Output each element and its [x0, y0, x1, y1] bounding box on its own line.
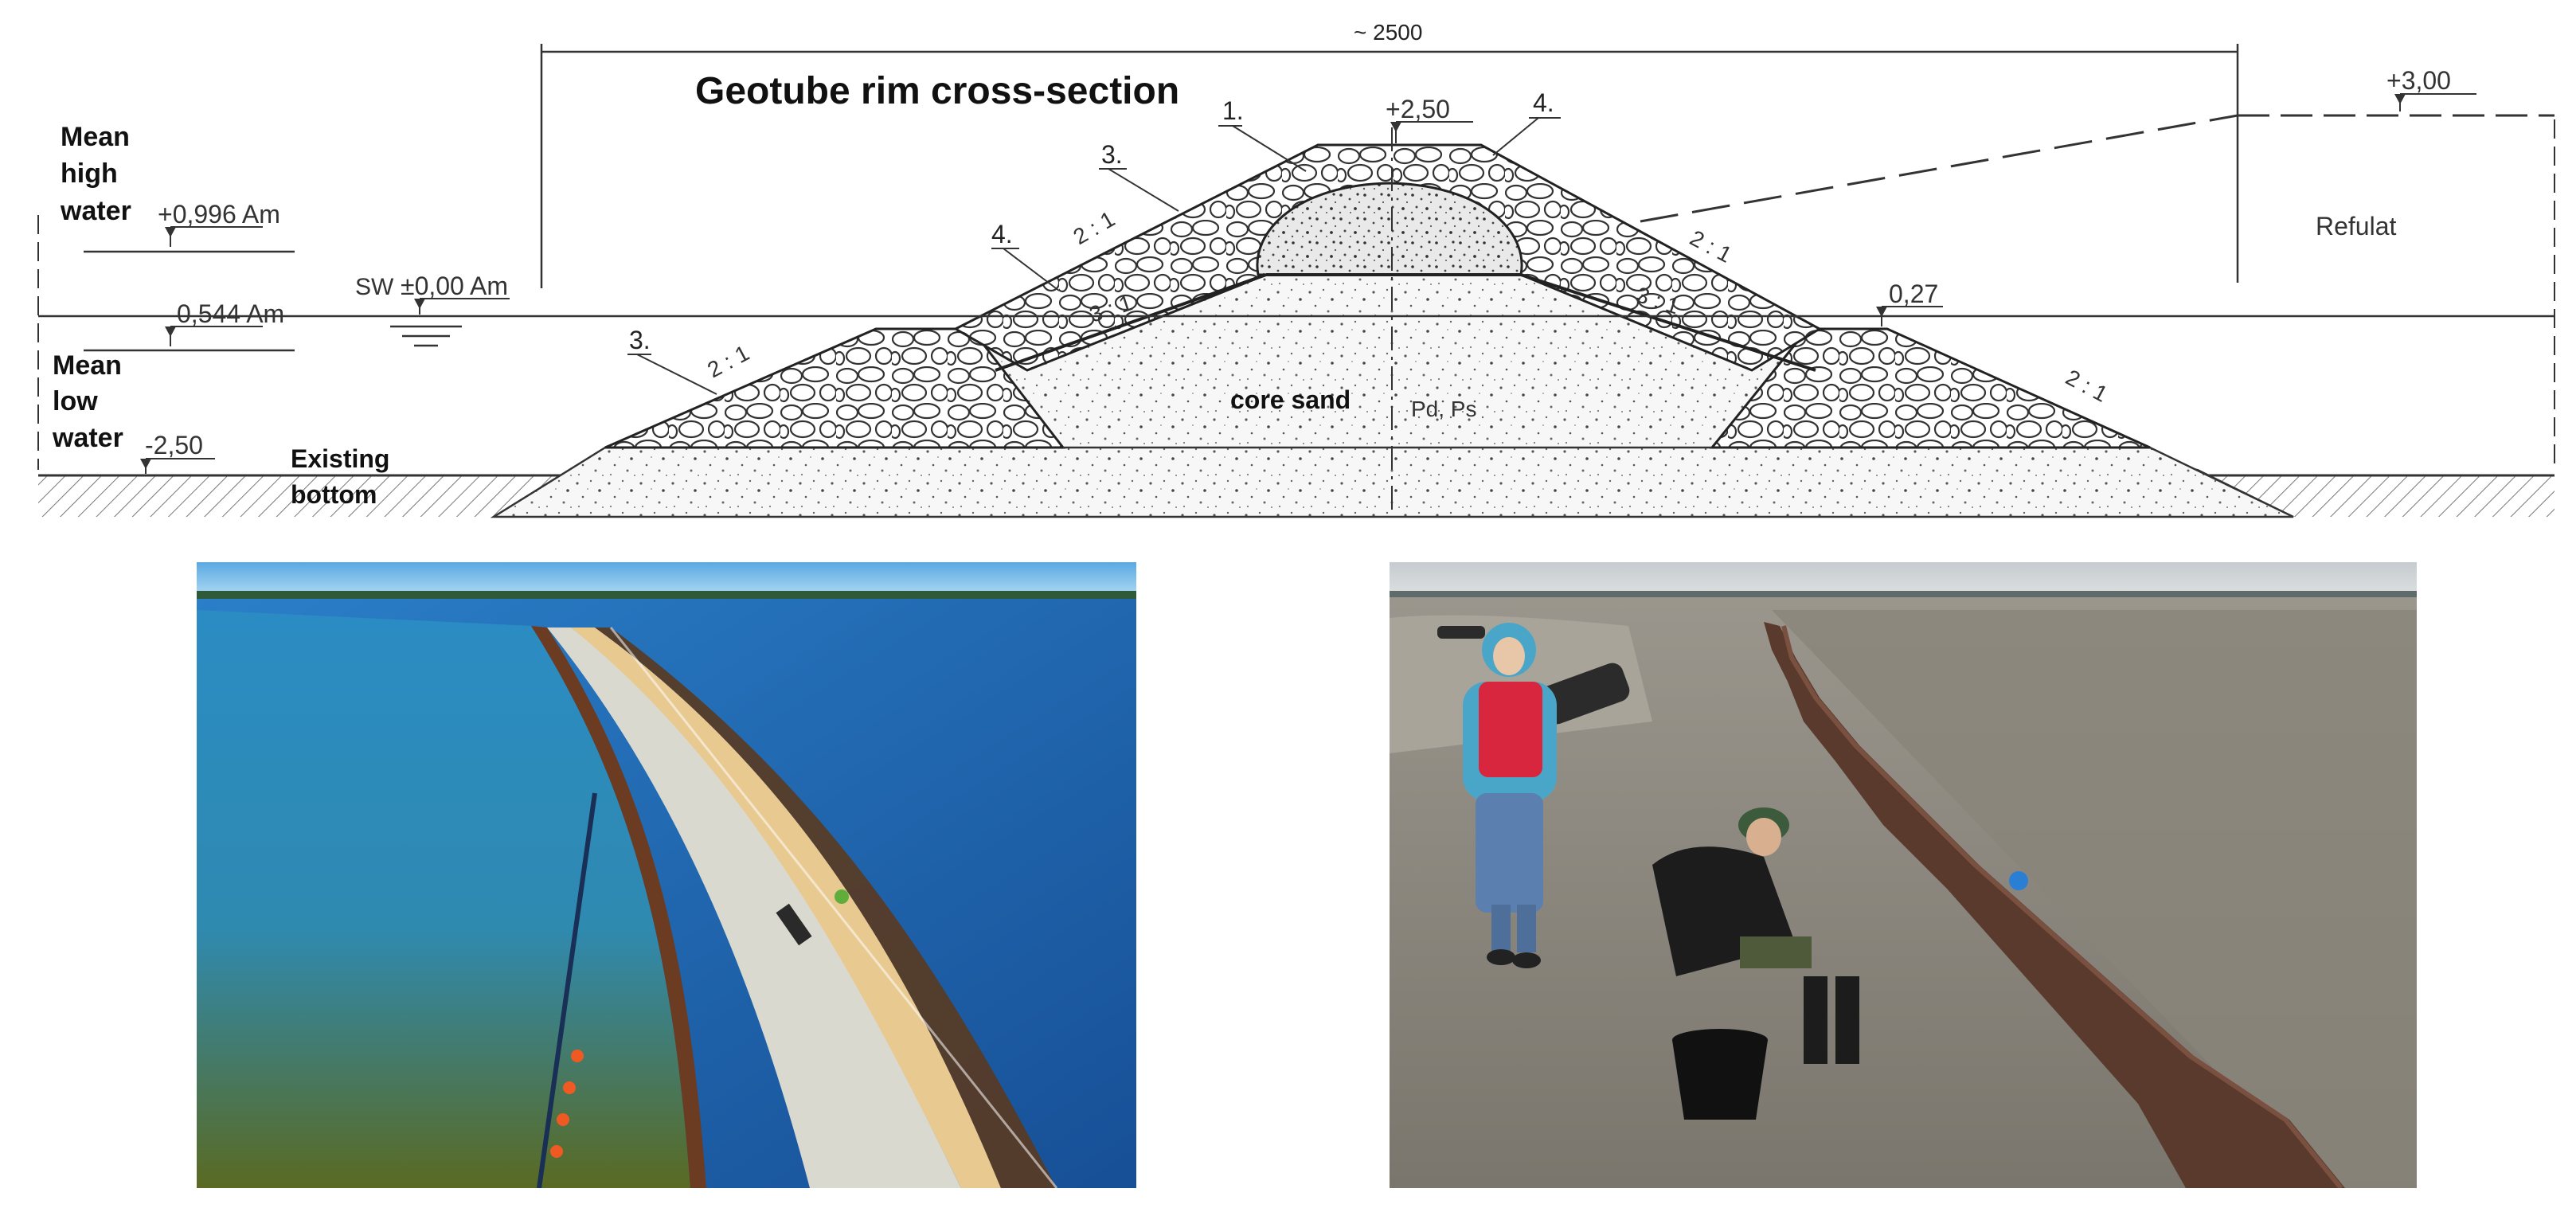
mlw-label-1: Mean [53, 350, 122, 381]
callout-3-lower-leader [636, 354, 717, 395]
right-berm-stones [1709, 327, 2151, 449]
callout-4-upper-leader [1492, 117, 1539, 156]
mhw-elevation-marker [165, 226, 263, 247]
existing-bottom-label-1: Existing [291, 444, 389, 473]
existing-bottom-label-2: bottom [291, 480, 377, 509]
berm-elevation: 0,27 [1889, 280, 1938, 308]
sw-label: SW [355, 274, 394, 300]
geotube-core [1256, 182, 1523, 276]
sw-elevation-marker [414, 298, 510, 315]
sheet-pile-wall [1764, 622, 2345, 1188]
slope-left-upper: 2 : 1 [1069, 206, 1120, 249]
callout-4-left-leader [1003, 248, 1060, 291]
aerial-dike-photo [197, 562, 1136, 1188]
bottom-elevation-marker [140, 458, 215, 474]
callout-3-upper-leader [1108, 168, 1179, 212]
slope-left-lower: 2 : 1 [703, 340, 753, 382]
geotube-cross-section-diagram: Geotube rim cross-section ~ 2500 Mean hi… [37, 20, 2555, 518]
callout-3-lower: 3. [629, 326, 651, 354]
mhw-elevation: +0,996 Am [158, 200, 280, 229]
crest-elevation-marker [1390, 121, 1473, 143]
mlw-label-3: water [52, 423, 123, 453]
callout-4-upper: 4. [1533, 88, 1554, 117]
crest-elevation: +2,50 [1386, 95, 1450, 123]
mhw-label-3: water [60, 196, 131, 226]
mlw-label-2: low [53, 386, 98, 416]
callout-1: 1. [1222, 96, 1244, 125]
core-sand-label: core sand [1230, 385, 1351, 414]
refulat-label: Refulat [2316, 212, 2397, 240]
field-sampling-photo-icon [1390, 562, 2417, 1188]
inner-line-left [995, 273, 1267, 372]
callout-4-left: 4. [991, 220, 1013, 248]
field-sampling-photo [1390, 562, 2417, 1188]
sw-elevation: ±0,00 Am [401, 272, 508, 300]
aerial-dike-photo-icon [197, 562, 1136, 1188]
mhw-label-1: Mean [61, 122, 130, 152]
person-crouching [1652, 807, 1859, 1120]
slope-right-lower: 2 : 1 [2062, 365, 2112, 407]
mhw-label-2: high [61, 158, 118, 189]
width-dimension-label: ~ 2500 [1354, 20, 1422, 45]
fill-slope-dash [1640, 114, 2238, 223]
pd-ps-label: Pd, Ps [1411, 397, 1476, 421]
top-right-elevation-marker [2394, 93, 2476, 111]
mlw-elevation: 0,544 Am [177, 299, 284, 328]
top-right-elevation: +3,00 [2386, 66, 2451, 95]
person-standing [1463, 623, 1557, 968]
bottom-elevation: -2,50 [145, 431, 203, 459]
callout-1-leader [1232, 125, 1307, 172]
berm-elevation-marker [1876, 306, 1943, 326]
diagram-title: Geotube rim cross-section [695, 70, 1179, 112]
mlw-elevation-marker [165, 326, 263, 346]
callout-3-upper: 3. [1101, 140, 1123, 169]
inner-line-right [1520, 273, 1816, 372]
